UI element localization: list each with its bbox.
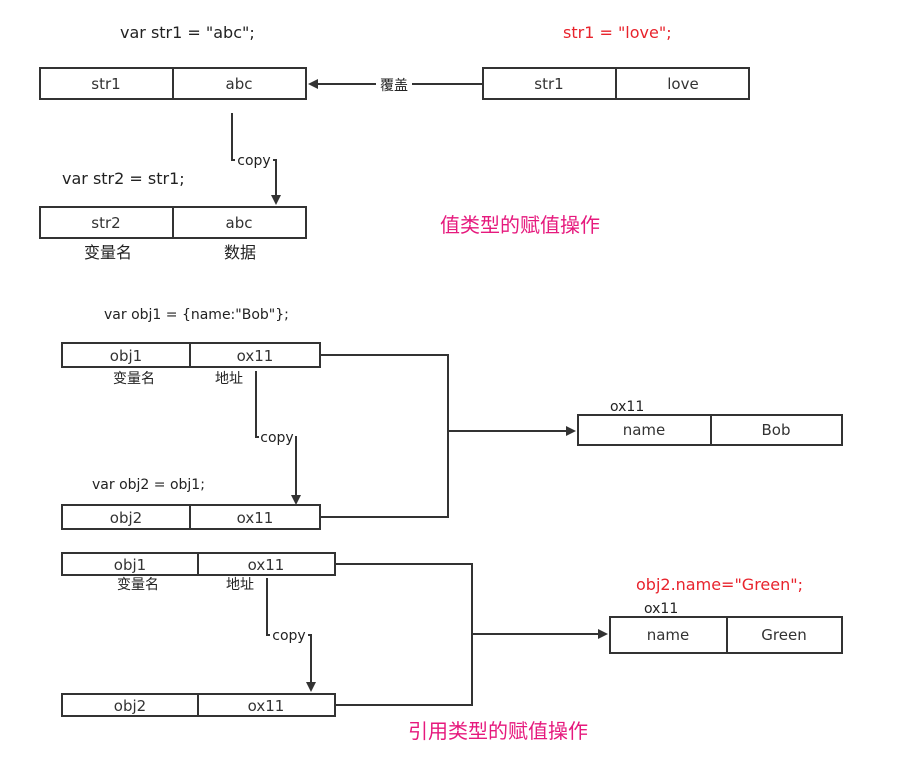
heap-key-cell-1 [577,414,712,446]
str1-name-text: str1 [91,75,120,93]
obj1-addr-text: ox11 [237,347,274,365]
connector-obj1-heap [320,354,449,518]
heap-addr-1: ox11 [610,399,644,415]
copy-label-bg-obj-1 [259,428,295,446]
code-var-str2: var str2 = str1; [62,169,185,188]
var-name-caption-obj1: 变量名 [113,371,155,387]
heap-key-cell-2 [609,616,728,654]
love-value-text: love [667,75,698,93]
copy-label-bg-obj-2 [270,626,308,644]
obj2-name-text: obj2 [110,509,142,527]
addr-caption-obj1: 地址 [215,371,243,387]
code-var-obj1: var obj1 = {name:"Bob"}; [104,307,289,323]
code-assign-green: obj2.name="Green"; [636,575,803,594]
copy-label-obj-1: copy [260,430,293,446]
obj1-name-text: obj1 [110,347,142,365]
str1-name-cell [39,67,174,100]
code-str1-assign: str1 = "love"; [563,23,672,42]
obj2-name-text-2: obj2 [114,697,146,715]
heap-key-text-2: name [647,626,690,644]
overwrite-label-bg [376,74,412,94]
str2-value-text: abc [226,214,253,232]
obj2-addr-text-2: ox11 [248,697,285,715]
heap-value-text-2: Green [761,626,806,644]
obj1-addr-cell [189,342,321,368]
var-name-caption-obj1-2: 变量名 [117,577,159,593]
copy-label-bg-str [235,150,273,170]
data-caption-str: 数据 [224,243,256,262]
heap-box-1: name Bob [577,414,843,446]
love-name-cell [482,67,617,100]
heap-addr-2: ox11 [644,601,678,617]
reference-type-title: 引用类型的赋值操作 [408,719,588,743]
love-name-text: str1 [534,75,563,93]
heap-value-cell-1 [710,414,843,446]
obj1-name-text-2: obj1 [114,556,146,574]
obj2-box-2: obj2 ox11 [61,693,336,717]
obj1-box: obj1 ox11 [61,342,321,368]
heap-box-2: name Green [609,616,843,654]
value-type-title: 值类型的赋值操作 [440,213,600,237]
heap-value-text-1: Bob [762,421,791,439]
code-var-str1: var str1 = "abc"; [120,23,255,42]
str2-value-cell [172,206,307,239]
obj2-addr-text: ox11 [237,509,274,527]
code-var-obj2: var obj2 = obj1; [92,477,205,493]
addr-caption-obj1-2: 地址 [226,577,254,593]
var-name-caption-str: 变量名 [84,243,132,262]
str1-box: str1 abc [39,67,307,100]
str1-value-cell [172,67,307,100]
str2-box: str2 abc [39,206,307,239]
copy-label-obj-2: copy [272,628,305,644]
heap-key-text-1: name [623,421,666,439]
obj2-name-cell [61,504,191,530]
obj1-addr-text-2: ox11 [248,556,285,574]
overwrite-label: 覆盖 [380,78,408,94]
obj1-box-2: obj1 ox11 [61,552,336,576]
str1-love-box: str1 love [482,67,750,100]
str2-name-text: str2 [91,214,120,232]
heap-value-cell-2 [726,616,843,654]
connector-obj-heap-2 [335,563,473,706]
str1-value-text: abc [226,75,253,93]
copy-label-str: copy [237,153,270,169]
obj2-box: obj2 ox11 [61,504,321,530]
love-value-cell [615,67,750,100]
